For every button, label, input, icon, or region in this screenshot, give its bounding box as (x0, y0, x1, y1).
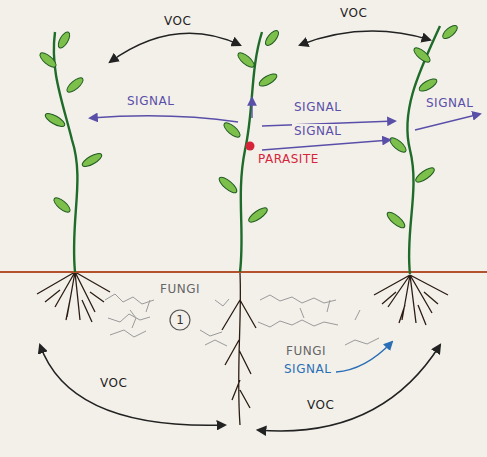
callout-circle: 1 (169, 309, 191, 331)
parasite-dot (246, 142, 255, 151)
callout-number: 1 (176, 313, 184, 327)
signal-label: SIGNAL (292, 100, 343, 114)
ground-line (0, 271, 487, 273)
leaves (38, 23, 460, 230)
signal-label: SIGNAL (125, 94, 176, 108)
voc-label: VOC (305, 398, 336, 412)
fungi-label: FUNGI (284, 344, 328, 358)
signal-label: SIGNAL (282, 362, 333, 376)
fungi-network (105, 294, 379, 346)
fungi-label: FUNGI (158, 282, 202, 296)
plant-stems (54, 26, 440, 274)
voc-label: VOC (338, 6, 369, 20)
signal-label: SIGNAL (292, 124, 343, 138)
voc-label: VOC (98, 376, 129, 390)
fungi-signal-arrow (336, 342, 392, 372)
parasite-label: PARASITE (256, 152, 321, 166)
voc-label: VOC (162, 14, 193, 28)
signal-label: SIGNAL (424, 96, 475, 110)
voc-arrows (40, 31, 440, 431)
